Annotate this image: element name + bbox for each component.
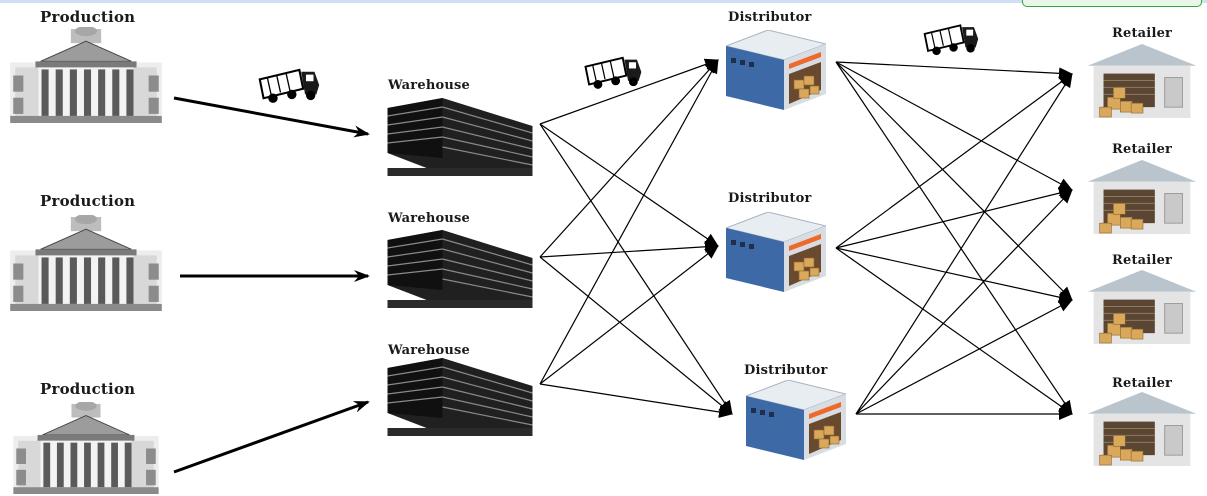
production-building-icon <box>12 402 160 494</box>
warehouse-label: Warehouse <box>388 343 470 358</box>
distributor-center-icon <box>726 30 826 110</box>
truck-icon <box>584 56 643 90</box>
retailer-label: Retailer <box>1112 376 1173 391</box>
arrow-production-3 <box>173 400 370 474</box>
retailer-store-icon <box>1087 392 1197 466</box>
link-w1-d2 <box>539 123 719 247</box>
link-w3-d3 <box>539 383 733 418</box>
link-d2-r2 <box>835 187 1073 249</box>
link-w3-d2 <box>539 245 719 385</box>
warehouse-to-distributor-links <box>539 58 733 418</box>
link-d2-r3 <box>835 247 1073 304</box>
distributor-label: Distributor <box>728 191 812 206</box>
distributor-label: Distributor <box>744 363 828 378</box>
production-building-icon <box>9 27 163 123</box>
retailer-store-icon <box>1087 270 1197 344</box>
link-d1-r1 <box>835 61 1073 80</box>
link-w1-d3 <box>539 123 733 415</box>
link-d1-r4 <box>835 61 1073 415</box>
distributor-center-icon <box>746 380 846 460</box>
truck-icon <box>923 24 980 56</box>
retailer-label: Retailer <box>1112 253 1173 268</box>
production-building-icon <box>9 215 163 311</box>
arrow-production-1 <box>173 96 370 138</box>
production-label: Production <box>40 192 136 210</box>
truck-icon <box>258 68 321 104</box>
top-edge-tab <box>1022 0 1202 7</box>
link-d2-r4 <box>835 247 1073 415</box>
link-d3-r1 <box>855 73 1073 415</box>
link-w2-d3 <box>539 256 733 415</box>
link-w1-d1 <box>539 58 719 125</box>
link-w2-d2 <box>539 240 719 258</box>
top-edge-strip <box>0 0 1207 3</box>
warehouse-building-icon <box>386 358 534 436</box>
warehouse-label: Warehouse <box>388 211 470 226</box>
link-w3-d1 <box>539 59 719 385</box>
retailer-label: Retailer <box>1112 26 1173 41</box>
retailer-store-icon <box>1087 44 1197 118</box>
link-d1-r3 <box>835 61 1073 301</box>
distributor-label: Distributor <box>728 10 812 25</box>
distributor-to-retailer-links <box>835 61 1073 420</box>
production-to-warehouse-arrows <box>173 96 370 474</box>
warehouse-label: Warehouse <box>388 78 470 93</box>
warehouse-building-icon <box>386 230 534 308</box>
production-label: Production <box>40 380 136 398</box>
link-w2-d1 <box>539 59 719 258</box>
warehouse-building-icon <box>386 98 534 176</box>
link-d3-r2 <box>855 189 1073 415</box>
link-d1-r2 <box>835 61 1073 191</box>
retailer-label: Retailer <box>1112 142 1173 157</box>
distributor-center-icon <box>726 212 826 292</box>
retailer-store-icon <box>1087 160 1197 234</box>
link-d2-r1 <box>835 73 1073 249</box>
link-d3-r3 <box>855 299 1073 415</box>
production-label: Production <box>40 8 136 26</box>
